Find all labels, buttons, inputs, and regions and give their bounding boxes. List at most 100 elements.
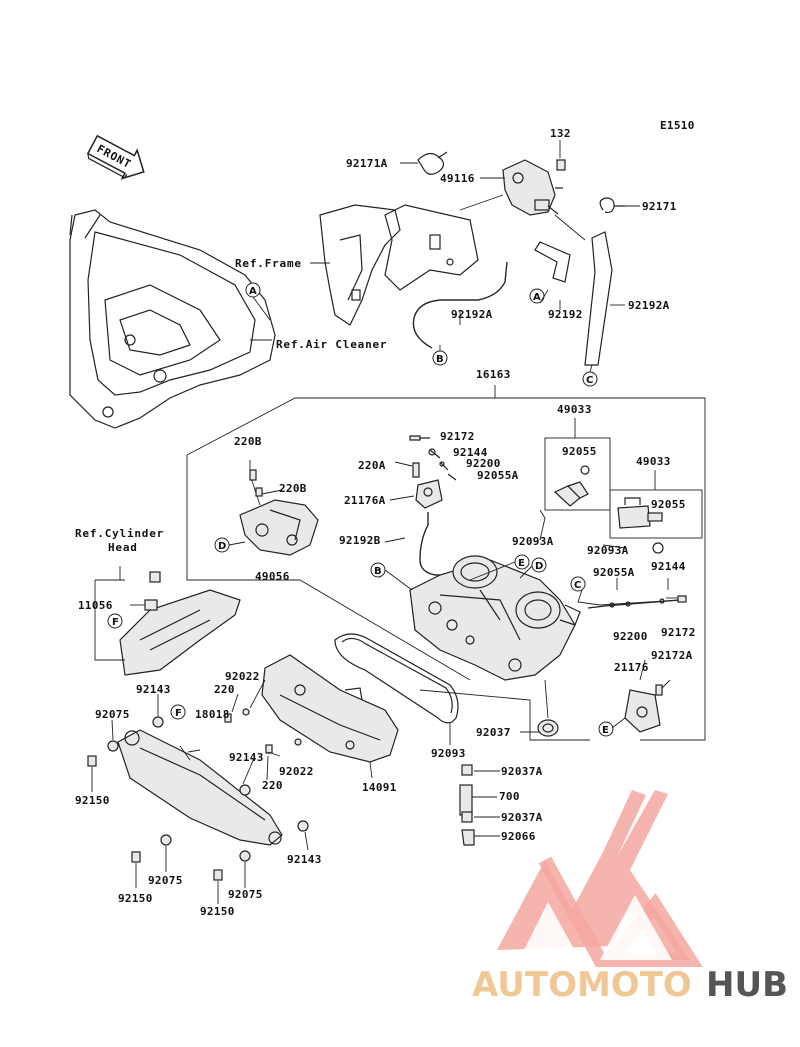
valve-49116 bbox=[502, 159, 566, 216]
callout-F2: F bbox=[170, 704, 186, 720]
svg-text:B: B bbox=[436, 354, 444, 365]
label-92192: 92192 bbox=[548, 308, 583, 321]
label-14091: 14091 bbox=[362, 781, 397, 794]
callout-C1: C bbox=[582, 371, 598, 387]
box-49033-a bbox=[544, 437, 611, 511]
label-92172-b: 92172 bbox=[661, 626, 696, 639]
fuel-line-right bbox=[587, 595, 687, 609]
svg-text:C: C bbox=[574, 580, 581, 591]
label-132: 132 bbox=[550, 127, 571, 140]
label-92150-c: 92150 bbox=[200, 905, 235, 918]
sensor-21176 bbox=[624, 684, 663, 733]
label-220A: 220A bbox=[358, 459, 386, 472]
hose-700 bbox=[459, 764, 475, 846]
callout-A2: A bbox=[529, 288, 545, 304]
label-92192A-left: 92192A bbox=[451, 308, 493, 321]
svg-text:E: E bbox=[602, 725, 609, 736]
svg-text:B: B bbox=[374, 566, 382, 577]
label-92171A: 92171A bbox=[346, 157, 388, 170]
injector-49033-b bbox=[617, 497, 664, 554]
clip-92171 bbox=[599, 197, 625, 214]
svg-text:A: A bbox=[249, 286, 257, 297]
small-parts-top bbox=[409, 435, 457, 481]
label-92200-a: 92200 bbox=[466, 457, 501, 470]
label-49116: 49116 bbox=[440, 172, 475, 185]
svg-text:F: F bbox=[175, 708, 182, 719]
throttle-body bbox=[409, 555, 581, 681]
label-18018: 18018 bbox=[195, 708, 230, 721]
assembly-16163-outline bbox=[186, 397, 706, 741]
cylinder-head-cover bbox=[119, 571, 241, 676]
ref-air-cleaner: Ref.Air Cleaner bbox=[276, 338, 387, 351]
belt-cover-14091 bbox=[261, 654, 399, 763]
label-16163: 16163 bbox=[476, 368, 511, 381]
label-92172-a: 92172 bbox=[440, 430, 475, 443]
hose-92192B bbox=[419, 512, 448, 576]
label-92022-a: 92022 bbox=[225, 670, 260, 683]
svg-text:F: F bbox=[112, 617, 119, 628]
label-92075-b: 92075 bbox=[148, 874, 183, 887]
svg-text:D: D bbox=[218, 541, 226, 552]
watermark-text-hub: HUB bbox=[706, 965, 788, 1005]
label-220-a: 220 bbox=[214, 683, 235, 696]
ref-frame: Ref.Frame bbox=[235, 257, 302, 270]
watermark-text-automoto: AUTOMOTO bbox=[472, 965, 692, 1005]
callout-D1: D bbox=[214, 537, 230, 553]
box-49033-b bbox=[609, 489, 703, 539]
ref-cylinder-head-line1: Ref.Cylinder bbox=[75, 527, 164, 540]
label-92200-b: 92200 bbox=[613, 630, 648, 643]
label-11056: 11056 bbox=[78, 599, 113, 612]
label-92192A-right: 92192A bbox=[628, 299, 670, 312]
sensor-21176A bbox=[412, 462, 443, 509]
label-92055A-a: 92055A bbox=[477, 469, 519, 482]
callout-A1: A bbox=[245, 282, 261, 298]
label-220B-b: 220B bbox=[279, 482, 307, 495]
front-arrow-icon: FRONT bbox=[86, 134, 145, 180]
label-92066: 92066 bbox=[501, 830, 536, 843]
label-92150-a: 92150 bbox=[75, 794, 110, 807]
belt-92093 bbox=[334, 633, 459, 724]
callout-B1: B bbox=[432, 350, 448, 366]
label-92093A-b: 92093A bbox=[587, 544, 629, 557]
label-92171: 92171 bbox=[642, 200, 677, 213]
label-92037A-a: 92037A bbox=[501, 765, 543, 778]
label-92172A: 92172A bbox=[651, 649, 693, 662]
label-92055-a: 92055 bbox=[562, 445, 597, 458]
callout-C2: C bbox=[570, 576, 586, 592]
label-49033-a: 49033 bbox=[557, 403, 592, 416]
label-92192B: 92192B bbox=[339, 534, 381, 547]
label-92055-b: 92055 bbox=[651, 498, 686, 511]
svg-text:E: E bbox=[518, 558, 525, 569]
label-21176: 21176 bbox=[614, 661, 649, 674]
label-49033-b: 49033 bbox=[636, 455, 671, 468]
label-92144-b: 92144 bbox=[651, 560, 686, 573]
label-92144-a: 92144 bbox=[453, 446, 488, 459]
svg-text:D: D bbox=[535, 561, 543, 572]
label-92055A-b: 92055A bbox=[593, 566, 635, 579]
label-700: 700 bbox=[499, 790, 520, 803]
label-92143-c: 92143 bbox=[287, 853, 322, 866]
diagram-code: E1510 bbox=[660, 119, 695, 132]
callout-D2: D bbox=[531, 557, 547, 573]
label-220-b: 220 bbox=[262, 779, 283, 792]
callout-E1: E bbox=[514, 554, 530, 570]
label-92143-a: 92143 bbox=[136, 683, 171, 696]
air-cleaner-housing bbox=[69, 209, 276, 429]
hose-clip-92171A bbox=[417, 151, 448, 175]
label-92093A-a: 92093A bbox=[512, 535, 554, 548]
lower-cover-18018 bbox=[117, 729, 283, 846]
hose-92192A-right bbox=[584, 231, 613, 366]
label-92150-b: 92150 bbox=[118, 892, 153, 905]
injector-49033-a bbox=[553, 465, 590, 507]
frame-bracket bbox=[319, 204, 479, 326]
callout-E2: E bbox=[598, 721, 614, 737]
ref-cylinder-head-line2: Head bbox=[108, 541, 138, 554]
callout-F1: F bbox=[107, 613, 123, 629]
label-21176A: 21176A bbox=[344, 494, 386, 507]
label-92075-c: 92075 bbox=[228, 888, 263, 901]
label-92143-b: 92143 bbox=[229, 751, 264, 764]
label-92037A-b: 92037A bbox=[501, 811, 543, 824]
label-92037: 92037 bbox=[476, 726, 511, 739]
label-92093: 92093 bbox=[431, 747, 466, 760]
